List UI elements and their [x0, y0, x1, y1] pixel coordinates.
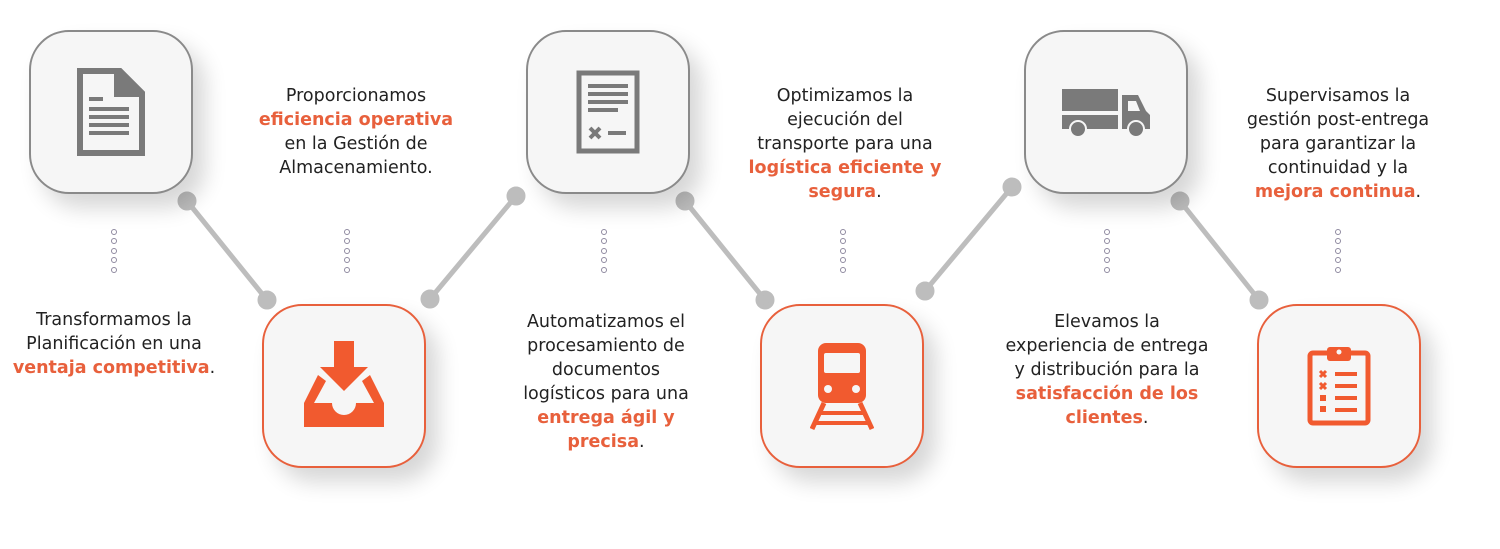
connector-line: [427, 193, 519, 302]
text-line: logísticos para una: [523, 384, 689, 404]
text-line: procesamiento de: [527, 336, 685, 356]
text-line: para garantizar la: [1259, 134, 1417, 154]
step-3-text: Automatizamos el procesamiento de docume…: [523, 310, 689, 454]
highlight-text: ventaja competitiva: [12, 358, 210, 378]
text-line: gestión post-entrega: [1246, 110, 1430, 130]
step-2-text: Proporcionamos eficiencia operativa en l…: [259, 84, 453, 180]
highlight-text: mejora continua: [1254, 182, 1416, 202]
inbox-download-icon: [304, 341, 384, 427]
text-line: documentos: [551, 360, 661, 380]
dotted-separator: [111, 229, 117, 276]
connector-line: [184, 198, 270, 303]
connector-node: [675, 191, 695, 211]
step-1-box: [29, 30, 193, 194]
text-line: Transformamos la: [36, 310, 192, 330]
connector-node: [1249, 290, 1269, 310]
connector-node: [420, 289, 440, 309]
train-icon: [810, 343, 874, 431]
text-tail: .: [639, 432, 645, 452]
text-line: Proporcionamos: [285, 86, 427, 106]
dotted-separator: [1104, 229, 1110, 276]
form-document-icon: [576, 70, 640, 154]
highlight-text: logística eficiente y: [748, 158, 942, 178]
document-icon: [77, 68, 145, 156]
highlight-text: clientes: [1065, 408, 1143, 428]
text-line: y distribución para la: [1014, 360, 1200, 380]
text-line: continuidad y la: [1267, 158, 1409, 178]
step-1-text: Transformamos la Planificación en una ve…: [13, 308, 215, 380]
highlight-text: satisfacción de los: [1015, 384, 1199, 404]
dotted-separator: [1335, 229, 1341, 276]
step-4-text: Optimizamos la ejecución del transporte …: [749, 84, 942, 204]
connector-line: [682, 198, 768, 303]
text-line: Elevamos la: [1054, 312, 1160, 332]
text-line: Supervisamos la: [1265, 86, 1411, 106]
truck-icon: [1062, 89, 1150, 137]
text-tail: .: [1142, 408, 1149, 428]
text-line: transporte para una: [757, 134, 933, 154]
connector-node: [506, 186, 526, 206]
step-5-box: [1024, 30, 1188, 194]
highlight-text: precisa: [567, 432, 640, 452]
step-5-text: Elevamos la experiencia de entrega y dis…: [1006, 310, 1209, 430]
text-line: ejecución del: [787, 110, 903, 130]
connector-node: [915, 281, 935, 301]
text-line: experiencia de entrega: [1005, 336, 1209, 356]
text-line: en la Gestión de: [284, 134, 428, 154]
clipboard-checklist-icon: [1307, 347, 1371, 426]
connector-node: [755, 290, 775, 310]
dotted-separator: [344, 229, 350, 276]
highlight-text: eficiencia operativa: [258, 110, 454, 130]
connector-node: [1170, 191, 1190, 211]
connector-node: [257, 290, 277, 310]
highlight-text: segura: [808, 182, 877, 202]
step-6-box: [1257, 304, 1421, 468]
step-6-text: Supervisamos la gestión post-entrega par…: [1247, 84, 1429, 204]
dotted-separator: [840, 229, 846, 276]
highlight-text: entrega ágil y: [537, 408, 675, 428]
step-4-box: [760, 304, 924, 468]
connector-line: [1177, 198, 1262, 303]
dotted-separator: [601, 229, 607, 276]
step-3-box: [526, 30, 690, 194]
connector-node: [177, 191, 197, 211]
connector-node: [1002, 177, 1022, 197]
text-line: Optimizamos la: [776, 86, 914, 106]
text-line: Almacenamiento.: [279, 158, 433, 178]
text-tail: .: [876, 182, 882, 202]
text-tail: .: [1415, 182, 1422, 202]
text-line: Planificación en una: [26, 334, 202, 354]
connector-line: [922, 184, 1015, 294]
text-line: Automatizamos el: [526, 312, 686, 332]
text-tail: .: [209, 358, 216, 378]
step-2-box: [262, 304, 426, 468]
